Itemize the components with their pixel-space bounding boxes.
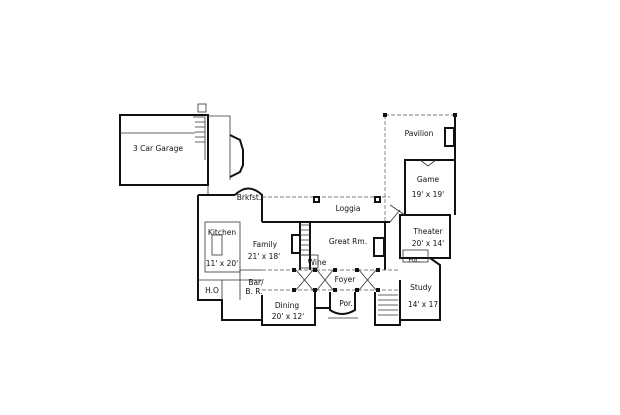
fireplace — [291, 234, 301, 254]
chimney — [197, 103, 207, 113]
label-great-room: Great Rm. — [329, 237, 367, 246]
label-pavilion: Pavilion — [405, 129, 434, 138]
label-theater: Theater — [412, 227, 443, 236]
label-garage: 3 Car Garage — [133, 144, 183, 153]
kitchen-walls — [204, 221, 241, 273]
label-bath: B. R. — [245, 287, 262, 296]
size-dining: 20' x 12' — [272, 312, 304, 321]
size-study: 14' x 17 — [408, 300, 439, 309]
label-bar: Bar/ — [248, 278, 264, 287]
kitchen-island — [211, 234, 223, 256]
label-dining: Dining — [275, 301, 299, 310]
label-wine: Wine — [308, 258, 327, 267]
label-game: Game — [417, 175, 440, 184]
label-powder: Pdr. — [408, 257, 419, 264]
label-study: Study — [410, 283, 432, 292]
label-kitchen: Kitchen — [208, 228, 236, 237]
label-loggia: Loggia — [336, 204, 361, 213]
label-portico: Por. — [339, 299, 353, 308]
size-theater: 20' x 14' — [412, 239, 444, 248]
label-foyer: Foyer — [335, 275, 357, 284]
size-kitchen: 11' x 20' — [206, 259, 238, 268]
size-family: 21' x 18' — [248, 252, 280, 261]
fireplace — [373, 237, 385, 257]
garage-walls — [119, 114, 209, 186]
label-family: Family — [253, 240, 278, 249]
room-labels: 3 Car Garage Pavilion Game 19' x 19' Brk… — [133, 129, 444, 321]
label-brkfst: Brkfst. — [237, 193, 261, 202]
walls — [119, 103, 457, 326]
label-home-office: H.O — [205, 286, 219, 295]
size-game: 19' x 19' — [412, 190, 444, 199]
